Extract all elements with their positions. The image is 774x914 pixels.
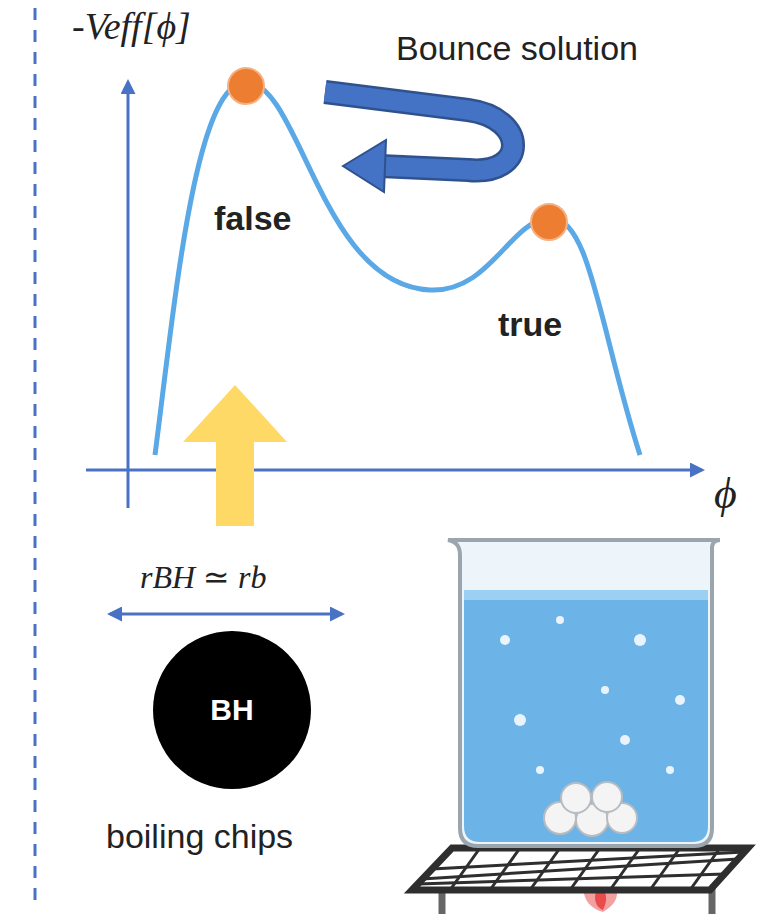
axis-label: -Veff[ϕ] [72,6,191,48]
vacuum-label: true [498,306,562,343]
bounce-arrowhead [343,140,386,192]
annotation-label: Bounce solution [396,30,638,67]
black-hole-circle: BH [152,630,312,790]
water [464,594,708,842]
beaker [448,540,720,846]
vacuum-label: false [214,200,292,237]
black-hole-disc [153,631,311,789]
boiling-chips-drawing [544,782,637,836]
x-axis [86,469,702,472]
wire-mesh [412,848,748,890]
bubbles [500,616,685,774]
axis-label: ϕ [714,470,737,518]
false-vacuum-dot [228,68,264,104]
radius-label: rBH ≃ rb [140,560,266,595]
node-text: BH [210,693,253,727]
radius-arrow [110,613,342,616]
y-axis [127,82,130,508]
true-vacuum-dot [531,204,567,240]
dashed-separator [34,8,37,910]
caption-label: boiling chips [106,818,293,855]
water-surface [464,590,708,600]
yellow-up-arrow [183,385,287,526]
